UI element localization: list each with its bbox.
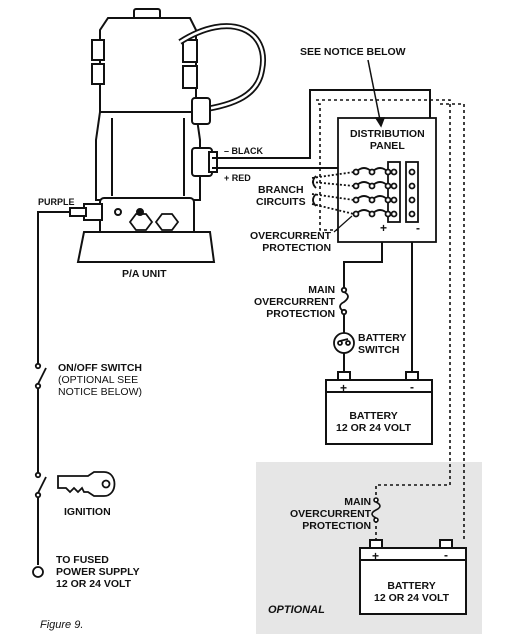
battery-bottom (359, 539, 467, 615)
optional-main-overcurrent-label: MAIN OVERCURRENT PROTECTION (290, 496, 372, 532)
optional-label: OPTIONAL (268, 604, 325, 616)
wires (37, 89, 431, 565)
pa-unit (69, 8, 267, 263)
battery-top-plus: + (340, 381, 348, 395)
panel-minus-sign: - (416, 221, 420, 235)
notice-arrow (367, 59, 386, 128)
battery-bottom-label: BATTERY 12 OR 24 VOLT (374, 580, 450, 604)
pa-unit-label: P/A UNIT (122, 268, 167, 280)
optional-overcurrent-symbol (371, 497, 381, 523)
battery-top-label: BATTERY 12 OR 24 VOLT (336, 410, 412, 434)
notice-label: SEE NOTICE BELOW (300, 46, 406, 58)
battery-bottom-minus: - (444, 548, 448, 562)
battery-top-minus: - (410, 380, 414, 394)
figure-caption: Figure 9. (40, 619, 84, 631)
fused-supply-terminal (32, 566, 44, 578)
ignition-label: IGNITION (64, 506, 111, 518)
branch-circuits-label: BRANCH CIRCUITS (256, 184, 306, 208)
main-overcurrent-symbol (339, 286, 349, 316)
overcurrent-pointer (333, 215, 353, 233)
red-wire-label: + RED (224, 173, 251, 183)
battery-top (325, 371, 433, 445)
onoff-switch-symbol (34, 362, 47, 390)
key-icon (57, 471, 116, 497)
fused-supply-label: TO FUSED POWER SUPPLY 12 OR 24 VOLT (56, 554, 140, 590)
panel-plus-sign: + (380, 221, 388, 235)
battery-switch-symbol (333, 332, 355, 354)
distribution-panel-label: DISTRIBUTION PANEL (350, 128, 425, 152)
main-overcurrent-label: MAIN OVERCURRENT PROTECTION (254, 284, 336, 320)
overcurrent-protection-label: OVERCURRENT PROTECTION (250, 230, 332, 254)
battery-bottom-plus: + (372, 549, 380, 563)
onoff-note-label: (OPTIONAL SEE NOTICE BELOW) (58, 374, 143, 398)
distribution-panel (311, 117, 437, 243)
purple-wire-label: PURPLE (38, 197, 75, 207)
onoff-switch-label: ON/OFF SWITCH (58, 362, 142, 374)
ignition-switch-symbol (34, 471, 47, 499)
optional-wires (316, 99, 465, 540)
black-wire-label: – BLACK (224, 146, 264, 156)
battery-switch-label: BATTERY SWITCH (358, 332, 407, 356)
